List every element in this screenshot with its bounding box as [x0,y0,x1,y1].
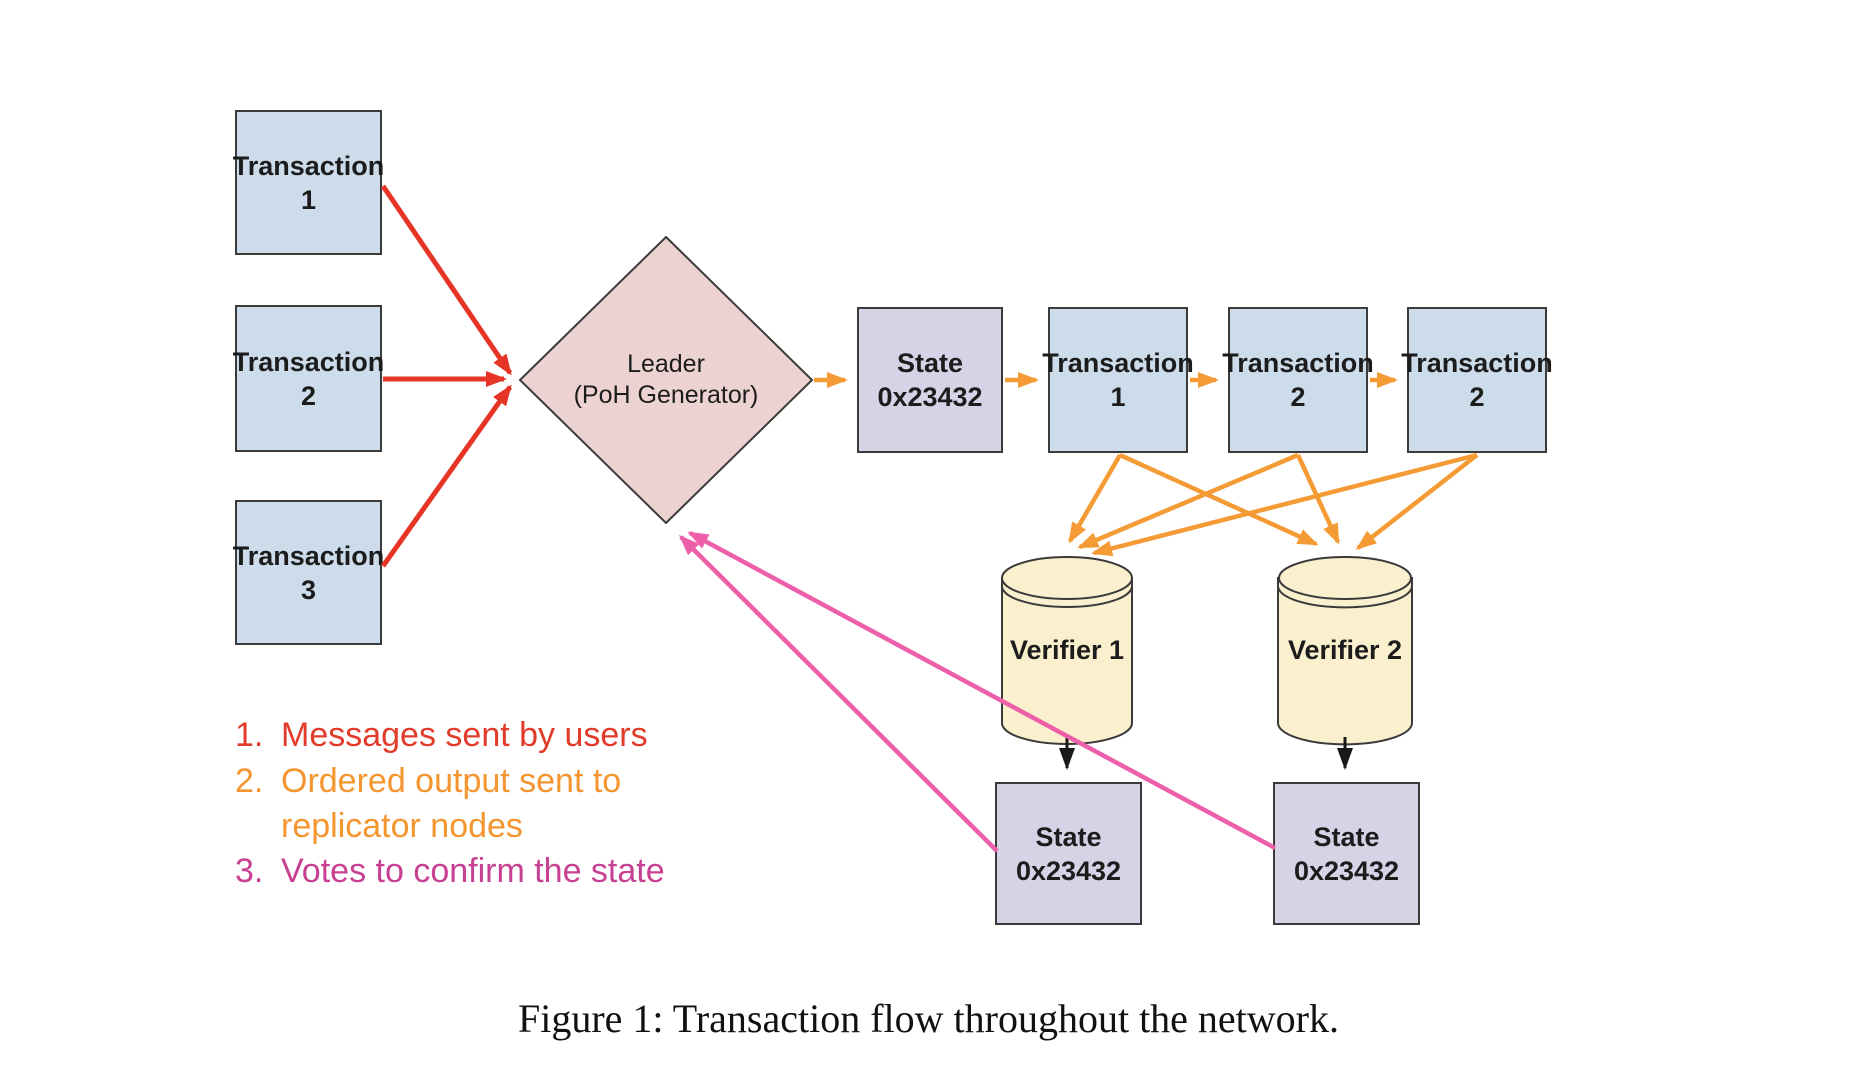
verifier-1-label: Verifier 1 [1009,634,1125,665]
verifier-1-cylinder [1001,556,1133,745]
arrow-vote-state-1-to-leader [678,534,999,853]
box-user-transaction-2: Transaction 2 [233,305,384,452]
legend-text-1: Messages sent by users [281,716,648,754]
box-ordered-transaction-1: Transaction 1 [1042,307,1194,453]
box-verifier-1-state: State 0x23432 [995,782,1142,925]
box-user-transaction-1: Transaction 1 [233,110,384,255]
box-verifier-2-state: State 0x23432 [1273,782,1420,925]
arrow-tx1-to-verifier-1 [1068,453,1122,544]
verifier-2-cylinder [1277,556,1413,746]
legend-item-messages: 1. Messages sent by users [235,713,648,758]
arrow-message-tx1-to-leader [380,184,513,376]
legend-item-votes: 3. Votes to confirm the state [235,849,665,894]
leader-label: Leader (PoH Generator) [573,350,759,409]
legend-item-ordered-output: 2. Ordered output sent to replicator nod… [235,759,621,849]
box-user-transaction-3: Transaction 3 [233,500,384,645]
arrow-tx2b-to-verifier-2 [1355,453,1479,550]
arrow-vote-state-2-to-leader [687,531,1277,850]
box-ordered-transaction-2: Transaction 2 [1222,307,1374,453]
leader-diamond [518,235,814,525]
verifier-2-label: Verifier 2 [1287,634,1403,665]
arrow-tx1-to-verifier-2 [1119,452,1319,547]
legend-text-3: Votes to confirm the state [281,852,665,890]
arrow-tx2-to-verifier-1 [1077,452,1299,550]
box-ordered-transaction-3: Transaction 2 [1401,307,1553,453]
legend-text-2: Ordered output sent to replicator nodes [281,762,622,845]
arrow-message-tx3-to-leader [380,384,513,568]
legend-number-1: 1. [235,716,264,754]
box-generated-state: State 0x23432 [857,307,1003,453]
legend-number-3: 3. [235,852,264,890]
legend-number-2: 2. [235,762,264,800]
figure-caption: Figure 1: Transaction flow throughout th… [517,996,1340,1041]
arrow-tx2b-to-verifier-1 [1091,452,1478,557]
arrow-tx2-to-verifier-2 [1295,454,1341,545]
